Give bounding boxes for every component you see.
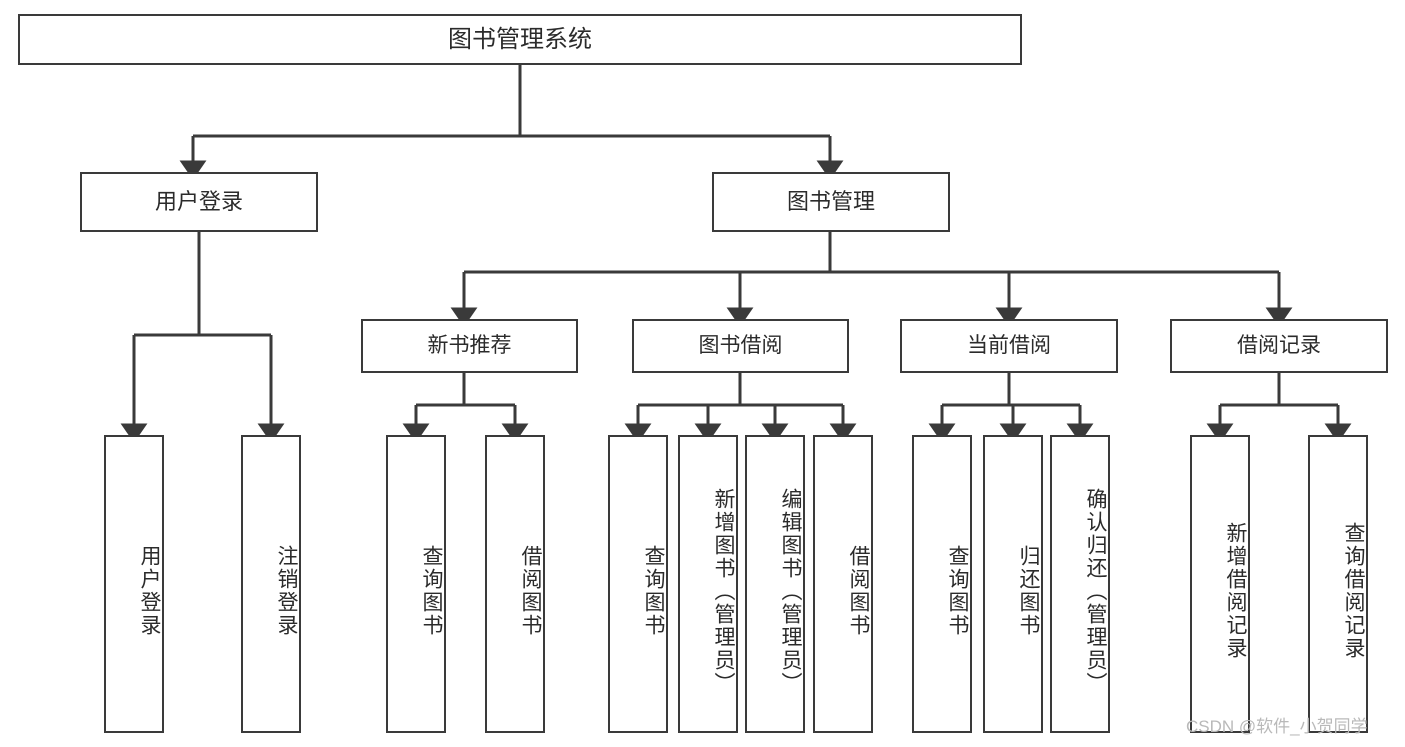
node-label: 新增借阅记录: [1224, 522, 1247, 660]
node-leaf-edit-book-admin[interactable]: 编辑图书（管理员）: [745, 435, 805, 733]
node-label: 新增图书（管理员）: [712, 487, 735, 695]
node-leaf-query-book-recommend[interactable]: 查询图书: [386, 435, 446, 733]
node-current-borrow[interactable]: 当前借阅: [900, 319, 1118, 373]
node-label: 查询图书: [642, 545, 665, 637]
node-label: 查询借阅记录: [1342, 522, 1365, 660]
node-leaf-user-login[interactable]: 用户登录: [104, 435, 164, 733]
node-label: 用户登录: [138, 545, 161, 637]
node-label: 图书管理: [786, 188, 875, 214]
node-label: 归还图书: [1017, 545, 1040, 637]
node-label: 查询图书: [946, 545, 969, 637]
node-label: 新书推荐: [427, 334, 512, 358]
node-label: 当前借阅: [967, 334, 1051, 358]
node-leaf-query-book-current[interactable]: 查询图书: [912, 435, 972, 733]
node-label: 查询图书: [420, 545, 443, 637]
node-label: 图书借阅: [698, 334, 783, 358]
node-leaf-query-book-borrow[interactable]: 查询图书: [608, 435, 668, 733]
node-leaf-borrow-book-recommend[interactable]: 借阅图书: [485, 435, 545, 733]
node-new-book-recommend[interactable]: 新书推荐: [361, 319, 578, 373]
node-root[interactable]: 图书管理系统: [18, 14, 1022, 65]
node-label: 编辑图书（管理员）: [779, 487, 802, 695]
node-label: 用户登录: [154, 188, 243, 214]
node-leaf-query-borrow-record[interactable]: 查询借阅记录: [1308, 435, 1368, 733]
node-label: 借阅图书: [519, 545, 542, 637]
node-leaf-confirm-return-admin[interactable]: 确认归还（管理员）: [1050, 435, 1110, 733]
node-book-borrow[interactable]: 图书借阅: [632, 319, 849, 373]
node-borrow-record[interactable]: 借阅记录: [1170, 319, 1388, 373]
node-label: 借阅记录: [1237, 334, 1321, 358]
node-label: 注销登录: [275, 545, 298, 637]
node-label: 确认归还（管理员）: [1084, 487, 1107, 695]
node-label: 借阅图书: [847, 545, 870, 637]
node-user-login[interactable]: 用户登录: [80, 172, 318, 232]
node-label: 图书管理系统: [448, 25, 592, 53]
node-leaf-add-borrow-record[interactable]: 新增借阅记录: [1190, 435, 1250, 733]
node-leaf-borrow-book[interactable]: 借阅图书: [813, 435, 873, 733]
node-book-management[interactable]: 图书管理: [712, 172, 950, 232]
node-leaf-return-book[interactable]: 归还图书: [983, 435, 1043, 733]
edge-paths: [120, 65, 1352, 443]
node-leaf-user-logout[interactable]: 注销登录: [241, 435, 301, 733]
node-leaf-add-book-admin[interactable]: 新增图书（管理员）: [678, 435, 738, 733]
watermark: CSDN @软件_小贺同学: [1186, 717, 1368, 736]
